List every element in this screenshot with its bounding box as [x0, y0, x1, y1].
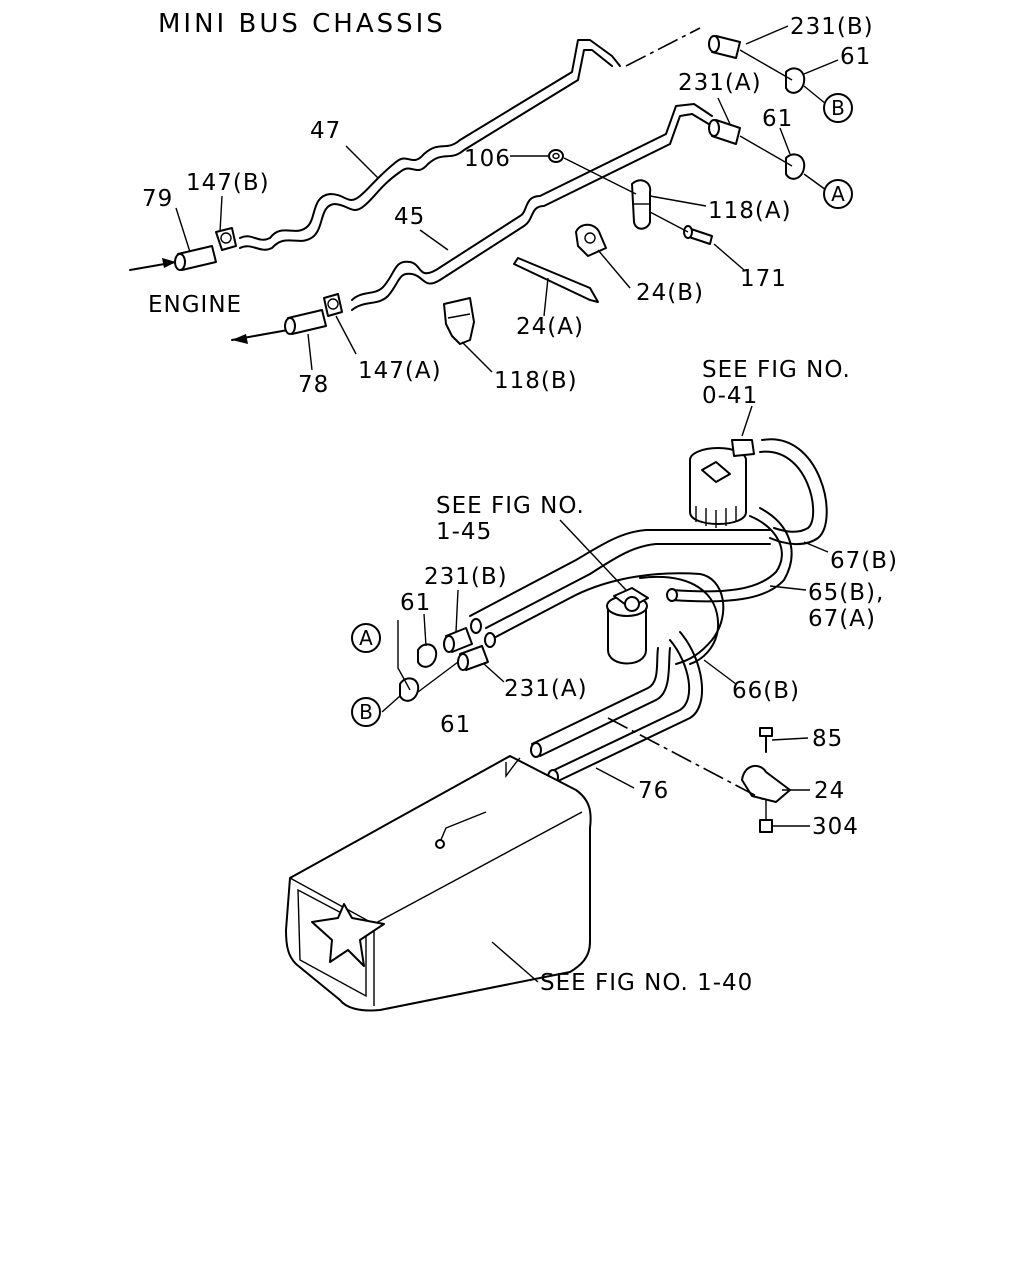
pipe-end-upper	[470, 618, 482, 634]
hose-66b	[639, 576, 720, 665]
fuel-tank	[285, 755, 592, 1012]
pipe-end-lower	[484, 632, 496, 648]
nut-304	[759, 819, 773, 833]
label-147b: 147(B)	[186, 170, 270, 196]
engine-return-arrow	[231, 329, 289, 344]
tie-24a	[513, 257, 599, 303]
label-231a-low: 231(A)	[504, 676, 588, 702]
label-79: 79	[142, 186, 173, 212]
connector-a-low-leader	[397, 620, 411, 691]
hose-231a-top	[708, 119, 741, 145]
svg-text:A: A	[359, 626, 373, 650]
clip-24	[741, 764, 791, 803]
pipe-47	[239, 27, 701, 251]
leader-lines-upper	[175, 25, 839, 373]
clip-147b	[215, 227, 237, 251]
label-147a: 147(A)	[358, 358, 442, 384]
water-separator	[606, 587, 649, 665]
label-304: 304	[812, 814, 859, 840]
clip-118b	[443, 297, 475, 345]
clip-118a	[631, 179, 652, 230]
label-45: 45	[394, 204, 425, 230]
leader-lines-lower	[423, 405, 829, 983]
hose-231b-top	[708, 35, 741, 59]
label-65b-67a-line2: 67(A)	[808, 606, 876, 632]
svg-text:A: A	[831, 182, 845, 206]
hose-78	[284, 309, 327, 335]
label-61-low-a: 61	[400, 590, 431, 616]
ref-fig-1-45-line1: SEE FIG NO.	[436, 493, 585, 519]
bolt-85	[759, 727, 773, 753]
clamp-61-top-b	[785, 67, 806, 94]
hose-79	[174, 245, 217, 271]
engine-feed-arrow	[129, 258, 177, 271]
svg-text:B: B	[831, 96, 845, 120]
hose-231a-low	[457, 645, 489, 671]
ref-fig-1-45-line2: 1-45	[436, 519, 492, 545]
ref-fig-1-40: SEE FIG NO. 1-40	[540, 970, 753, 996]
label-118a: 118(A)	[708, 198, 792, 224]
label-231b-low: 231(B)	[424, 564, 508, 590]
label-118b: 118(B)	[494, 368, 578, 394]
label-78: 78	[298, 372, 329, 398]
label-61-low-b: 61	[440, 712, 471, 738]
hose-65b-67a	[666, 507, 793, 603]
label-85: 85	[812, 726, 843, 752]
clamp-61-top-a	[785, 153, 806, 180]
clip-24b	[575, 223, 607, 257]
label-66b: 66(B)	[732, 678, 800, 704]
engine-label: ENGINE	[148, 292, 242, 318]
mount-center-line	[607, 717, 765, 801]
ref-fig-0-41-line1: SEE FIG NO.	[702, 357, 851, 383]
connector-a-low: A	[351, 623, 381, 653]
pipe-45	[351, 103, 713, 311]
label-106: 106	[464, 146, 511, 172]
main-pipes	[469, 529, 771, 665]
label-231b-top: 231(B)	[790, 14, 874, 40]
connector-b-low: B	[351, 697, 381, 727]
connector-a-top: A	[823, 179, 853, 209]
label-47: 47	[310, 118, 341, 144]
label-65b-67a-line1: 65(B),	[808, 580, 884, 606]
svg-text:B: B	[359, 700, 373, 724]
bolt-171	[683, 225, 713, 245]
diagram-title: MINI BUS CHASSIS	[158, 9, 446, 39]
pipe-76	[530, 631, 703, 785]
ref-fig-0-41-line2: 0-41	[702, 383, 758, 409]
clamp-61-low-a	[417, 643, 438, 668]
label-24a: 24(A)	[516, 314, 584, 340]
label-67b: 67(B)	[830, 548, 898, 574]
label-231a-top: 231(A)	[678, 70, 762, 96]
fuel-filter	[689, 439, 755, 528]
clip-147a	[323, 293, 343, 317]
spacer-106	[548, 149, 564, 163]
label-76: 76	[638, 778, 669, 804]
label-171: 171	[740, 266, 787, 292]
label-24: 24	[814, 778, 845, 804]
label-24b: 24(B)	[636, 280, 704, 306]
label-61-top-b: 61	[840, 44, 871, 70]
label-61-top-a: 61	[762, 106, 793, 132]
hose-231b-low	[443, 627, 473, 653]
connector-b-top: B	[823, 93, 853, 123]
